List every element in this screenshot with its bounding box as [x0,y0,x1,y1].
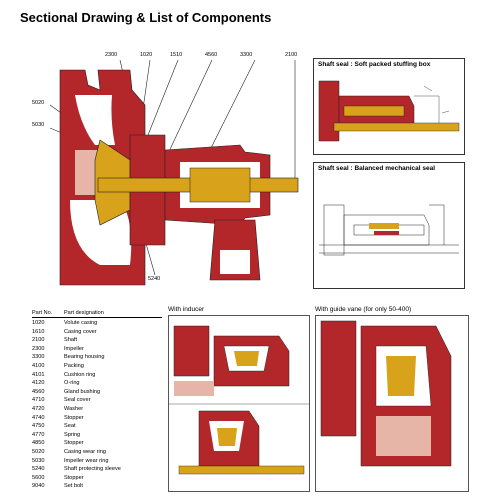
part-designation: Stopper [64,440,84,447]
parts-table-row: 4710 Seal cover [32,396,162,405]
parts-table-row: 4120 O-ring [32,379,162,388]
part-designation: Impeller wear ring [64,457,109,464]
part-number: 3300 [32,354,45,361]
part-number: 4120 [32,380,45,387]
panel-inducer [168,315,310,492]
part-number: 4100 [32,362,45,369]
part-designation: Seat [64,423,76,430]
panel-guide-vane [315,315,469,492]
parts-table-row: 9040 Set bolt [32,482,162,491]
part-designation: Packing [64,362,84,369]
callout-4560: 4560 [205,52,218,58]
parts-table-row: 4560 Gland bushing [32,388,162,397]
part-designation: Casing wear ring [64,448,106,455]
part-designation: Volute casing [64,320,98,326]
parts-table-row: 3300 Bearing housing [32,353,162,362]
part-designation: Shaft [64,337,78,344]
panel-soft-packed: Shaft seal : Soft packed stuffing box [313,58,465,155]
part-designation: Gland bushing [64,388,101,395]
panel-title-soft-packed: Shaft seal : Soft packed stuffing box [318,61,431,68]
part-number: 1610 [32,328,45,335]
part-number: 4101 [32,371,45,378]
part-number: 4850 [32,440,45,447]
panel-title-inducer: With inducer [168,306,205,313]
part-number: 4750 [32,423,45,430]
parts-table-row: 2300 Impeller [32,345,162,354]
part-number: 5600 [32,474,45,481]
part-designation: Shaft protecting sleeve [64,466,121,473]
parts-table-row: 5600 Stopper [32,474,162,483]
part-number: 4710 [32,397,45,404]
part-number: 2300 [32,345,45,352]
part-number: 5030 [32,457,45,464]
part-number: 4770 [32,431,45,438]
parts-table-row: 4850 Stopper [32,439,162,448]
header-designation: Part designation [64,310,104,316]
part-number: 9040 [32,483,45,490]
panel-mechanical-seal: Shaft seal : Balanced mechanical seal [313,162,465,289]
part-designation: Washer [64,405,84,412]
part-designation: Cushion ring [64,371,96,378]
part-number: 5020 [32,448,45,455]
part-designation: O-ring [64,380,80,387]
part-designation: Stopper [64,414,84,421]
part-designation: Seal cover [64,397,91,404]
parts-table-row: 5020 Casing wear ring [32,448,162,457]
parts-table-row: 4740 Stopper [32,414,162,423]
parts-table-row: 5030 Impeller wear ring [32,457,162,466]
callout-1020: 1020 [140,52,153,58]
part-number: 4740 [32,414,45,421]
part-designation: Stopper [64,474,84,481]
parts-table-row: 4101 Cushion ring [32,371,162,380]
part-designation: Set bolt [64,483,83,490]
parts-table-row: 5240 Shaft protecting sleeve [32,465,162,474]
parts-list-table: Part No. Part designation 1020 Volute cas… [32,310,162,491]
panel-title-mechanical-seal: Shaft seal : Balanced mechanical seal [318,165,436,172]
part-number: 1020 [32,320,45,326]
parts-table-row: 1020 Volute casing [32,319,162,328]
callout-1510: 1510 [170,52,183,58]
header-part-no: Part No. [32,310,53,316]
part-number: 4720 [32,405,45,412]
callout-3300: 3300 [240,52,253,58]
parts-table-header: Part No. Part designation [32,310,162,318]
part-designation: Impeller [64,345,84,352]
parts-table-row: 1610 Casing cover [32,328,162,337]
part-number: 5240 [32,466,45,473]
part-designation: Spring [64,431,81,438]
callout-2300: 2300 [105,52,118,58]
panel-title-guide-vane: With guide vane (for only 50-400) [315,306,412,313]
parts-table-row: 4100 Packing [32,362,162,371]
parts-table-row: 4720 Washer [32,405,162,414]
guide-vane-drawing [320,320,452,467]
page-title: Sectional Drawing & List of Components [20,10,272,25]
soft-packed-drawing [318,80,460,142]
callout-5020: 5020 [32,100,45,106]
main-sectional-drawing [49,59,299,286]
part-designation: Bearing housing [64,354,105,361]
part-designation: Casing cover [64,328,97,335]
callout-2100: 2100 [285,52,298,58]
mechanical-seal-drawing [319,204,459,256]
parts-table-row: 4750 Seat [32,422,162,431]
callout-5240: 5240 [148,276,161,282]
part-number: 2100 [32,337,45,344]
parts-table-row: 4770 Spring [32,431,162,440]
inducer-drawing [169,325,309,475]
callout-5030: 5030 [32,122,45,128]
part-number: 4560 [32,388,45,395]
parts-table-row: 2100 Shaft [32,336,162,345]
